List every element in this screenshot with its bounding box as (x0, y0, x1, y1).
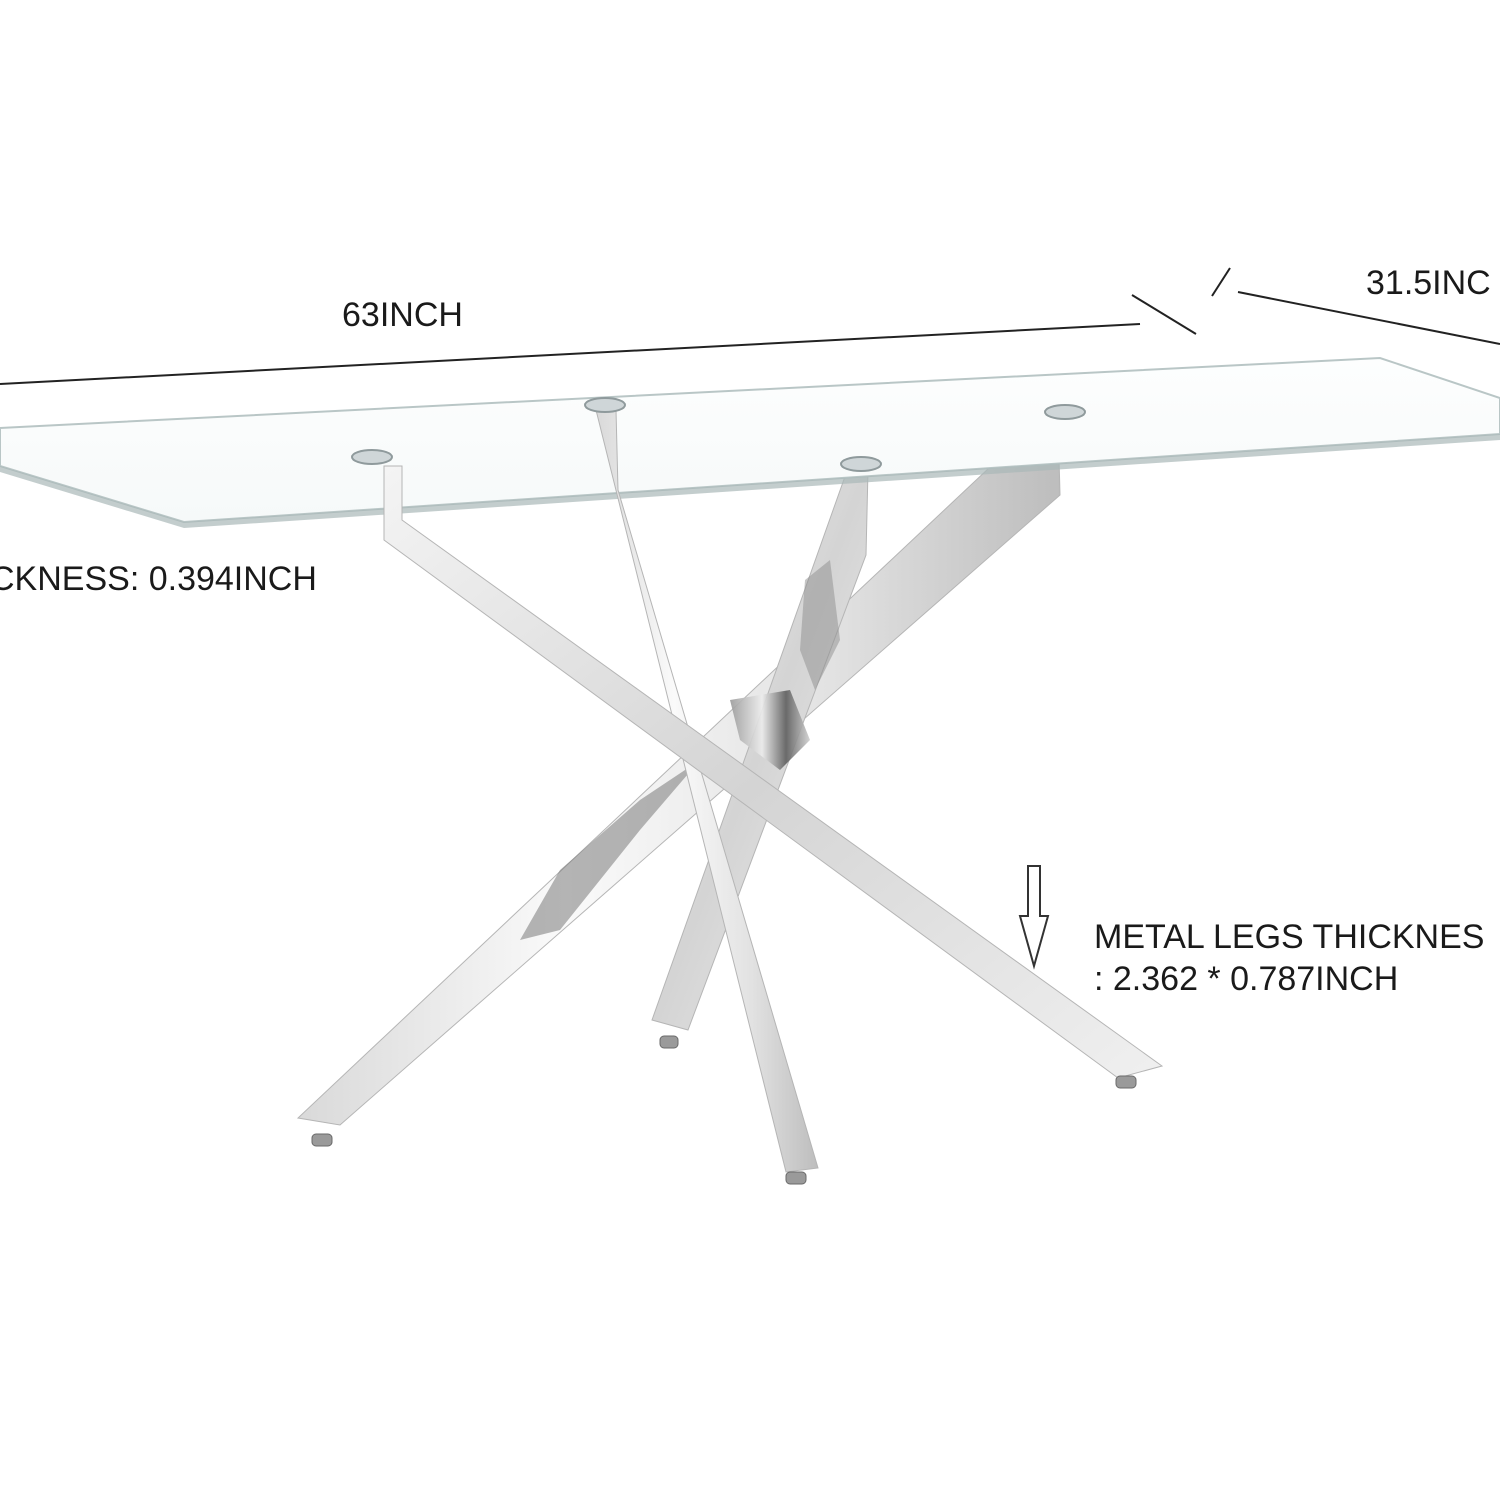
down-arrow-icon (1018, 865, 1050, 970)
width-dimension-line (1237, 291, 1500, 345)
leg-feet (311, 1035, 1137, 1185)
length-dimension-label: 63INCH (342, 296, 463, 334)
mounting-pads (351, 397, 1086, 472)
length-dimension-line (0, 323, 1141, 385)
leg-front-left (383, 465, 1164, 1079)
pad-front-center (840, 456, 882, 472)
foot-right (1115, 1075, 1137, 1089)
pad-back-right (1044, 404, 1086, 420)
leg-back-center (595, 409, 819, 1173)
foot-left (311, 1133, 333, 1147)
crossing-reflection (730, 690, 810, 770)
width-start-tick (1211, 267, 1231, 297)
glass-thickness-label: CKNESS: 0.394INCH (0, 560, 317, 598)
foot-back (659, 1035, 679, 1049)
crossing-reflection-2 (800, 560, 840, 690)
glass-top (0, 356, 1500, 528)
foot-center (785, 1171, 807, 1185)
width-dimension-label: 31.5INC (1366, 264, 1491, 302)
pad-front-left (351, 449, 393, 465)
pad-back-center (584, 397, 626, 413)
leg-back-right-shadow (520, 760, 700, 940)
length-end-tick (1131, 294, 1197, 335)
legs-thickness-label-line2: : 2.362 * 0.787INCH (1094, 960, 1399, 998)
dimension-lines (0, 267, 1500, 385)
back-legs (296, 417, 1061, 1126)
front-legs (383, 409, 1164, 1173)
legs-thickness-label-line1: METAL LEGS THICKNES (1094, 918, 1485, 956)
